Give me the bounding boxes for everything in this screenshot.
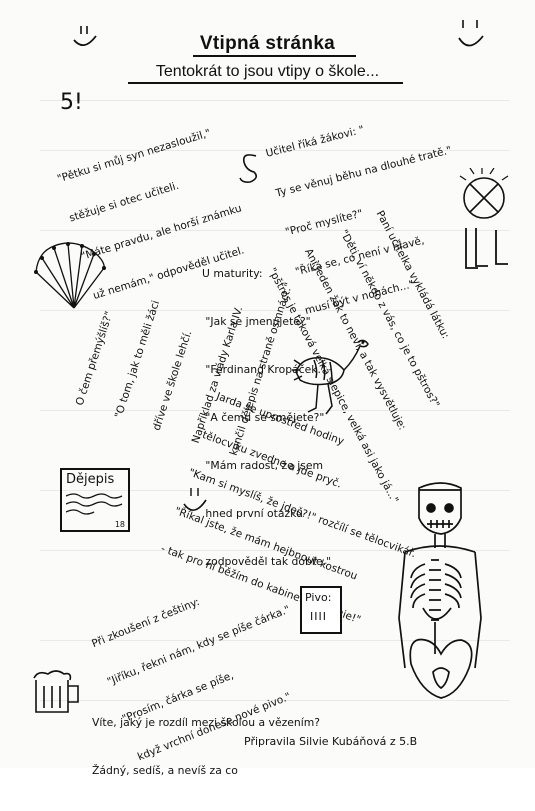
page-subtitle: Tentokrát to jsou vtipy o škole... [155,63,380,80]
joke-line: "Jiříku, řekni nám, kdy se píše čárka." [105,603,292,688]
author-credit: Připravila Silvie Kubáňová z 5.B [244,735,418,748]
joke-line: zodpověděl tak dobře." [202,555,332,568]
joke-line: Víte, jaký je rozdíl mezi školou a vězen… [92,716,320,729]
joke-line: "Jak se jmenujete?" [202,315,311,328]
page-title: Vtipná stránka [199,33,336,54]
fan-doodle [34,242,106,309]
book-title: Dějepis [66,472,115,487]
book-scribble [66,493,123,515]
joke-line: "Mám radost, že jsem [202,459,324,472]
beer-mug-doodle [33,670,79,713]
joke-line: "Ferdinand Kropáček." [202,363,326,376]
book-number: 18 [114,520,125,529]
grade-five-mark: 5! [60,90,83,115]
title-underline [193,55,356,57]
joke-maturita: U maturity: "Jak se jmenujete?" "Ferdina… [202,234,331,602]
history-book-doodle: Dějepis 18 [60,468,130,532]
beer-tally: IIII [310,610,327,623]
page: Vtipná stránka Tentokrát to jsou vtipy o… [33,20,510,777]
joke-line: "Kam si myslíš, že jdeš?!" rozčílí se tě… [186,466,418,561]
subtitle-underline [128,82,403,84]
joke-line: U maturity: [202,267,263,280]
squiggle-doodle [239,154,258,183]
smile-doodle-middle [183,488,207,511]
smile-doodle-right [458,20,484,47]
beer-tally-card: Pivo: IIII [300,586,342,634]
smile-doodle-left [73,26,97,46]
crossed-face-figure-doodle [459,168,509,269]
ostrich-doodle [292,339,369,415]
bleed-through-lines [40,80,510,720]
joke-line: hned první otázku [202,507,303,520]
joke-line: "A čemu se smějete?" [202,411,325,424]
joke-line: Žádný, sedíš, a nevíš za co [92,764,238,777]
beer-label: Pivo: [305,591,332,604]
skeleton-doodle [398,482,482,699]
